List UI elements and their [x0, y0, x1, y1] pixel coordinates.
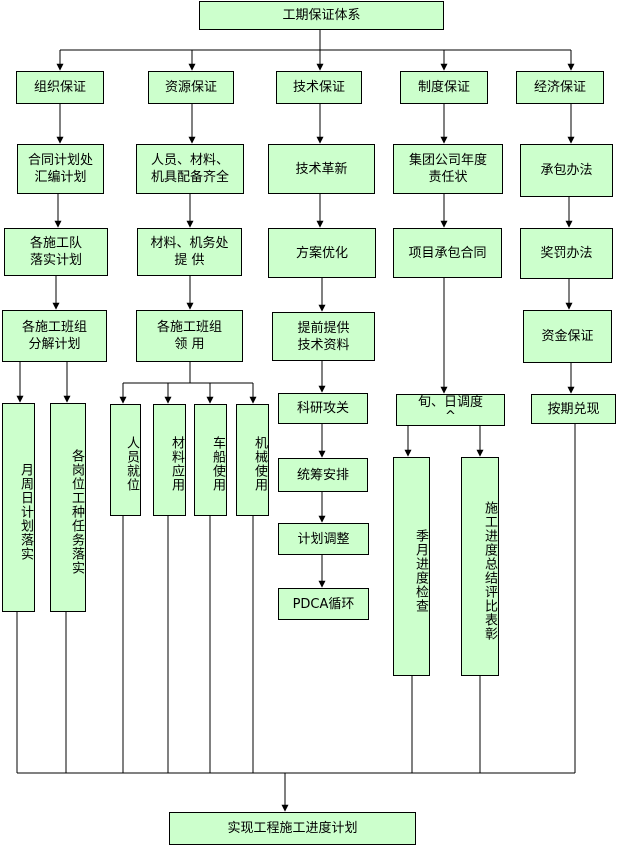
tech-step-5: 统筹安排	[278, 458, 368, 492]
sys-step-3: 旬、日调度 ^	[396, 394, 505, 426]
head-econ: 经济保证	[516, 71, 604, 104]
res-leaf-2: 材料应用	[153, 404, 186, 516]
sys-leaf-1: 季月进度检查	[393, 457, 430, 676]
tech-step-4: 科研攻关	[278, 393, 368, 424]
org-leaf-2: 各岗位工种任务落实	[50, 403, 86, 612]
tech-step-3: 提前提供 技术资料	[272, 312, 375, 361]
econ-step-2: 奖罚办法	[520, 228, 613, 279]
res-leaf-4: 机械使用	[236, 404, 269, 516]
org-leaf-1: 月周日计划落实	[2, 403, 35, 612]
org-step-2: 各施工队 落实计划	[4, 228, 108, 276]
tech-step-1: 技术革新	[268, 144, 375, 194]
tech-step-2: 方案优化	[268, 228, 376, 278]
sys-step-2: 项目承包合同	[393, 228, 502, 278]
res-leaf-3: 车船使用	[194, 404, 227, 516]
tech-step-7: PDCA循环	[278, 588, 369, 620]
res-step-2: 材料、机务处 提 供	[137, 228, 242, 276]
econ-step-1: 承包办法	[520, 144, 613, 197]
econ-step-4: 按期兑现	[531, 394, 616, 424]
res-step-1: 人员、材料、 机具配备齐全	[136, 144, 244, 194]
econ-step-3: 资金保证	[523, 310, 612, 363]
head-tech: 技术保证	[276, 71, 362, 104]
res-step-3: 各施工班组 领 用	[136, 310, 243, 362]
title-box: 工期保证体系	[199, 1, 444, 30]
org-step-3: 各施工班组 分解计划	[2, 310, 107, 362]
res-leaf-1: 人员就位	[110, 404, 141, 516]
sys-step-1: 集团公司年度 责任状	[393, 144, 503, 194]
head-sys: 制度保证	[400, 71, 488, 104]
goal-box: 实现工程施工进度计划	[169, 812, 416, 845]
head-res: 资源保证	[148, 71, 234, 104]
head-org: 组织保证	[16, 71, 104, 104]
tech-step-6: 计划调整	[278, 523, 369, 555]
sys-leaf-2: 施工进度总结评比表彰	[461, 457, 499, 676]
org-step-1: 合同计划处 汇编计划	[17, 144, 104, 194]
